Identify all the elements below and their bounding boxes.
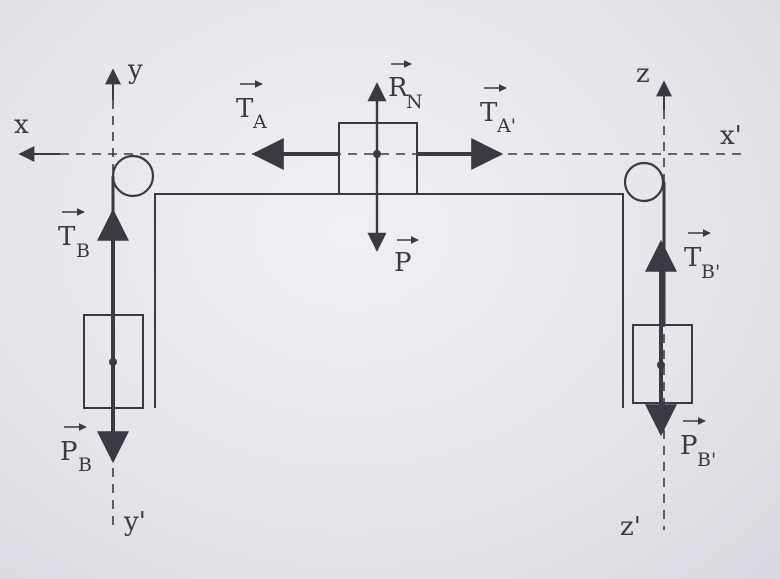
label-tb-prime: T B': [684, 229, 720, 283]
label-pb-prime: P B': [680, 417, 716, 471]
label-ta-prime: T A': [480, 84, 516, 137]
svg-text:P: P: [60, 437, 78, 467]
label-ta: T A: [236, 80, 267, 133]
svg-text:B: B: [78, 454, 92, 476]
svg-text:B: B: [76, 240, 90, 262]
axis-label-y: y: [127, 55, 143, 85]
svg-text:N: N: [406, 91, 423, 113]
axis-label-z: z: [636, 59, 650, 89]
label-pb: P B: [60, 423, 92, 476]
axis-label-x: x: [14, 110, 29, 140]
svg-text:P: P: [680, 431, 698, 461]
table-outline: [154, 193, 624, 408]
svg-text:P: P: [394, 248, 412, 278]
left-pulley: [111, 154, 155, 198]
label-tb: T B: [58, 208, 90, 262]
svg-text:T: T: [480, 98, 498, 128]
axis-label-x-prime: x': [720, 121, 742, 151]
axis-label-y-prime: y': [123, 507, 146, 537]
label-rn: R N: [388, 60, 423, 113]
svg-text:T: T: [58, 222, 76, 252]
svg-text:T: T: [236, 94, 254, 124]
svg-text:R: R: [388, 73, 409, 103]
svg-text:B': B': [701, 261, 720, 283]
axis-label-z-prime: z': [620, 512, 641, 542]
label-p: P: [394, 236, 419, 278]
svg-text:T: T: [684, 243, 702, 273]
svg-text:A': A': [496, 115, 516, 137]
svg-text:B': B': [697, 449, 716, 471]
svg-text:A: A: [252, 111, 267, 133]
right-pulley: [623, 161, 665, 203]
